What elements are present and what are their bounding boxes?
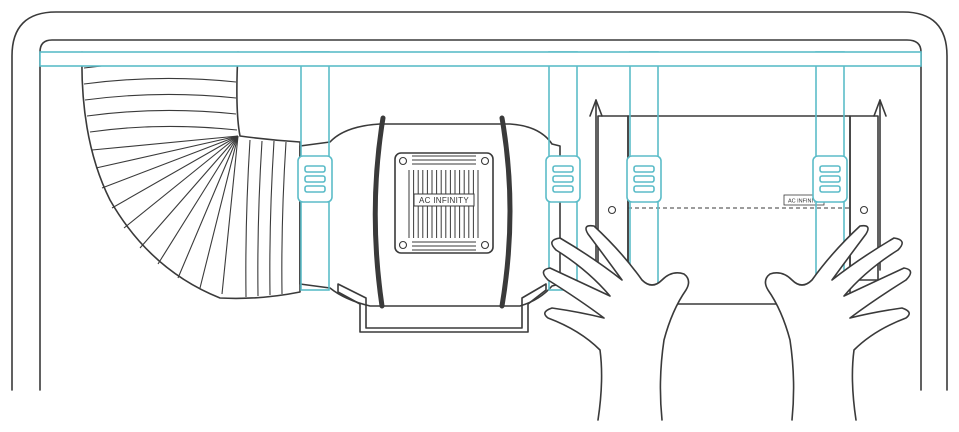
tent-crossbar — [39, 51, 922, 67]
filter-brand-label: AC INFINITY — [788, 199, 820, 205]
left-hand-icon — [542, 224, 690, 421]
right-hand-icon — [764, 224, 912, 421]
strap-buckle-icon — [545, 155, 581, 203]
hanging-straps — [297, 51, 848, 301]
strap-buckle-icon — [812, 155, 848, 203]
flexible-duct — [81, 51, 301, 300]
inline-fan: AC INFINITY — [299, 115, 561, 333]
strap-buckle-icon — [297, 155, 333, 203]
strap-buckle-icon — [626, 155, 662, 203]
fan-control-panel: AC INFINITY — [394, 152, 494, 254]
tent-frame — [11, 11, 948, 391]
fan-brand-label: AC INFINITY — [419, 196, 469, 205]
